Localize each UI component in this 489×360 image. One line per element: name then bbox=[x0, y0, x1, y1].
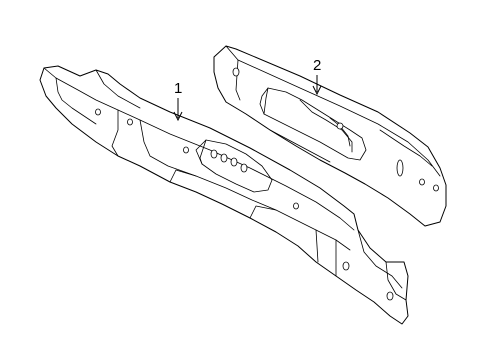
rear-panel-hole bbox=[336, 122, 344, 130]
callout-1-label: 1 bbox=[174, 80, 182, 97]
rear-panel-hole bbox=[433, 184, 439, 192]
cross-member-hole bbox=[183, 146, 189, 154]
cross-member-hole bbox=[230, 157, 238, 167]
cross-member-hole bbox=[342, 261, 350, 271]
callout-1: 1 bbox=[173, 80, 183, 122]
callout-2: 2 bbox=[312, 57, 322, 96]
cross-member-hole bbox=[127, 118, 133, 126]
cross-member-hole bbox=[210, 149, 218, 159]
cross-member-hole bbox=[240, 163, 248, 173]
callout-2-label: 2 bbox=[313, 57, 321, 74]
rear-panel-hole bbox=[232, 67, 240, 77]
cross-member-hole bbox=[386, 291, 394, 301]
rear-panel-hole bbox=[419, 178, 425, 186]
callout-2-arrowhead bbox=[312, 85, 322, 96]
cross-member-hole bbox=[293, 202, 299, 210]
cross-member-hole bbox=[95, 108, 101, 116]
part-2-rear-panel bbox=[213, 45, 447, 227]
callout-1-arrowhead bbox=[173, 111, 183, 122]
cross-member-hole bbox=[220, 153, 228, 163]
part-1-cross-member bbox=[39, 65, 409, 325]
rear-panel-slot bbox=[396, 159, 404, 177]
